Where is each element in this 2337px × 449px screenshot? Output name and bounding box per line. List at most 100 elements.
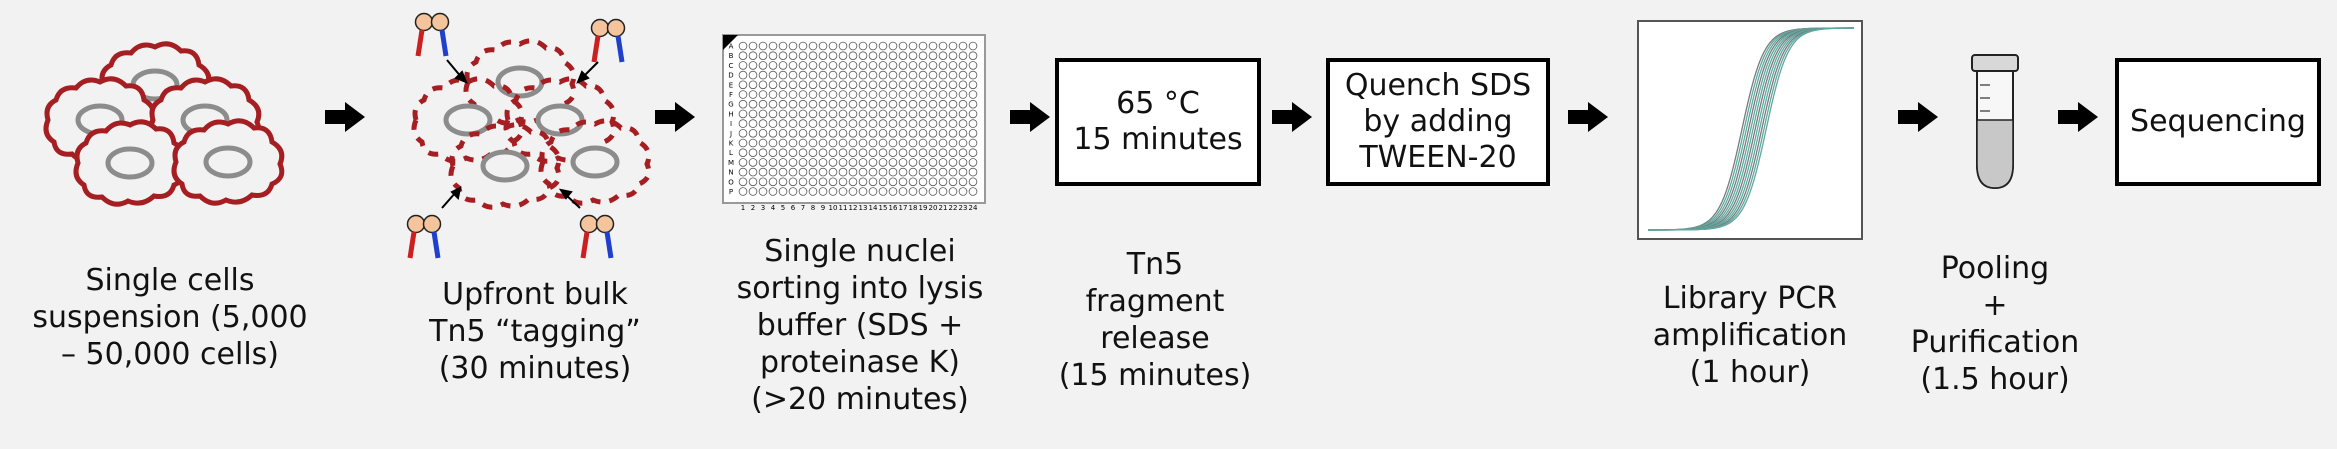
plate-well [798,109,808,119]
plate-well [948,138,958,148]
plate-row-label: D [728,72,733,80]
plate-well [958,129,968,138]
plate-well [748,90,758,99]
plate-well [838,80,848,90]
plate-well [808,177,818,187]
plate-well [948,148,958,158]
plate-well [948,177,958,187]
plate-well [848,177,858,187]
plate-well [738,90,748,99]
plate-well [758,51,768,60]
plate-well [968,119,978,128]
plate-well [758,99,768,109]
plate-well [798,158,808,167]
plate-well [958,61,968,70]
plate-well [968,177,978,187]
plate-well [898,148,908,158]
plate-row-label: B [729,52,734,60]
plate-well [918,99,928,109]
plate-well [758,148,768,158]
plate-well [788,109,798,119]
plate-well [768,177,778,187]
plate-well [948,129,958,138]
heat-box [1055,58,1261,186]
plate-well [828,177,838,187]
plate-well [738,109,748,119]
plate-well [878,177,888,187]
plate-well [918,158,928,167]
plate-well [968,90,978,99]
plate-well [948,119,958,128]
plate-well [808,187,818,196]
plate-col-label: 13 [859,204,868,212]
plate-well [828,148,838,158]
plate-well [918,61,928,70]
plate-row-label: H [728,110,733,118]
plate-well [758,70,768,80]
plate-well [888,70,898,80]
plate-well [758,119,768,128]
plate-well [838,90,848,99]
plate-well [918,138,928,148]
plate-well [888,119,898,128]
plate-well [798,167,808,177]
plate-well [958,90,968,99]
plate-well [888,51,898,60]
plate-col-label: 11 [839,204,848,212]
plate-well [808,138,818,148]
plate-well [838,109,848,119]
plate-well [738,177,748,187]
plate-well [968,80,978,90]
plate-well [868,129,878,138]
plate-well [838,51,848,60]
plate-well [838,99,848,109]
plate-well [898,119,908,128]
plate-well [838,61,848,70]
plate-well [758,177,768,187]
plate-well [858,187,868,196]
plate-col-label: 2 [751,204,755,212]
plate-well [888,138,898,148]
plate-well [918,80,928,90]
plate-well [808,41,818,51]
plate-well [828,129,838,138]
plate-well [918,177,928,187]
plate-well [808,80,818,90]
plate-well [928,90,938,99]
plate-well [898,51,908,60]
plate-well [768,90,778,99]
plate-row-label: F [729,91,733,99]
plate-well [968,138,978,148]
plate-well [868,99,878,109]
plate-well [888,158,898,167]
plate-well [898,41,908,51]
plate-well [898,187,908,196]
plate-well [948,90,958,99]
plate-well [748,148,758,158]
plate-well [768,187,778,196]
plate-well [758,41,768,51]
plate-well [818,41,828,51]
plate-well [848,138,858,148]
plate-well [888,90,898,99]
plate-well [788,51,798,60]
plate-well [968,167,978,177]
plate-well [818,90,828,99]
plate-well [908,80,918,90]
plate-col-label: 15 [879,204,888,212]
plate-row-label: G [728,101,733,109]
plate-well [858,138,868,148]
plate-well [858,119,868,128]
plate-well [758,167,768,177]
plate-well [948,51,958,60]
step6-caption: Library PCR amplification (1 hour) [1652,281,1848,390]
plate-well [938,187,948,196]
plate-well [918,109,928,119]
plate-col-label: 3 [761,204,765,212]
plate-well [758,187,768,196]
plate-well [748,167,758,177]
plate-col-label: 8 [811,204,815,212]
plate-well [948,99,958,109]
plate-well [828,41,838,51]
plate-well [908,41,918,51]
